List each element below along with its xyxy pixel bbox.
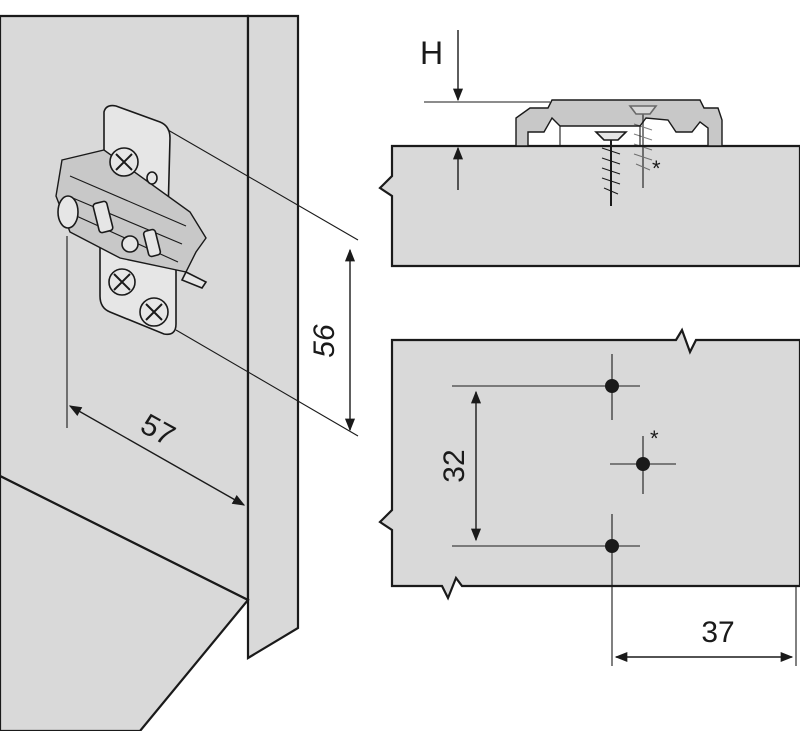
dimension-edge-distance-label: 37 bbox=[701, 616, 734, 649]
plate-clip-2 bbox=[142, 228, 162, 258]
drill-hole-top bbox=[605, 379, 619, 393]
cam-adjuster bbox=[121, 235, 139, 253]
extension-line-bottom bbox=[175, 329, 359, 437]
section-panel bbox=[378, 144, 800, 268]
plate-clip bbox=[92, 200, 114, 234]
front-hole-layout-view: * 32 37 bbox=[378, 327, 800, 666]
extension-line-top bbox=[167, 129, 359, 241]
plate-small-hole bbox=[146, 171, 158, 185]
drill-hole-bottom bbox=[605, 539, 619, 553]
mounting-plate bbox=[55, 104, 208, 336]
screw-head-icon bbox=[109, 147, 139, 177]
screw-head-icon bbox=[139, 297, 169, 327]
hole-asterisk-label: * bbox=[650, 426, 659, 451]
cabinet-perspective-view: 56 57 bbox=[0, 14, 359, 733]
plate-rail-mid bbox=[67, 195, 183, 245]
screw-head-icon bbox=[108, 268, 136, 296]
dimension-height-label: 56 bbox=[308, 324, 341, 358]
plate-front-cap bbox=[57, 195, 79, 229]
screw-icon bbox=[594, 131, 628, 206]
front-panel bbox=[378, 327, 800, 601]
screw-alternative-icon bbox=[628, 105, 658, 188]
dimension-line-depth bbox=[68, 405, 246, 506]
cabinet-front-edge bbox=[246, 14, 300, 660]
plate-tab bbox=[180, 270, 208, 289]
height-symbol-label: H bbox=[420, 35, 443, 71]
plate-profile bbox=[515, 99, 723, 147]
screw-asterisk-label: * bbox=[652, 156, 661, 181]
side-section-view: * H bbox=[378, 30, 800, 268]
plate-rail-top bbox=[69, 175, 187, 227]
dimension-hole-spacing-label: 32 bbox=[438, 449, 471, 482]
drill-hole-alternative bbox=[636, 457, 650, 471]
